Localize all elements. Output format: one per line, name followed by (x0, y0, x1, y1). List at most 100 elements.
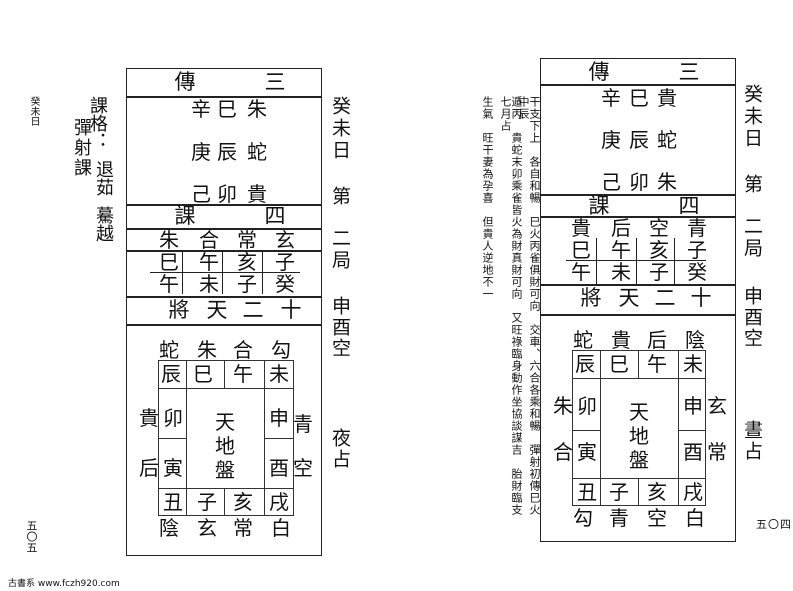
pan-god: 白 (271, 516, 291, 540)
pan-god: 常 (233, 516, 253, 540)
ke-cell: 亥 (237, 250, 257, 274)
chuan-cell: 辰 (217, 140, 237, 164)
pan-god: 貴 (139, 406, 159, 430)
keju-item-2: 退茹 (93, 160, 114, 196)
chuan-cell: 辛 (191, 97, 211, 121)
pan-cell: 亥 (647, 480, 667, 504)
note-column-3: 生氣 旺干妻為孕喜 但貴人逆地不一 (481, 96, 494, 300)
pan-god: 合 (233, 338, 253, 362)
side-title-right: 癸未日 (741, 84, 763, 150)
pan-cell: 辰 (161, 362, 181, 386)
pan-cell: 卯 (577, 394, 597, 418)
chuan-cell: 朱 (657, 170, 677, 194)
pan-cell: 午 (233, 362, 253, 386)
pan-god: 勾 (271, 338, 291, 362)
chuan-cell: 庚 (601, 128, 621, 152)
ke-cell: 后 (611, 216, 631, 240)
footer-watermark: 古書系 www.fczh920.com (8, 579, 120, 589)
note-column-2: 遁丙 貴蛇末卯乘雀皆火為財真財可向 又旺祿臨身動作坐協談謀吉 胎財臨支 七月占 (499, 96, 523, 528)
pan-god: 白 (685, 506, 705, 530)
ke-cell: 玄 (275, 228, 295, 252)
side-row: 申酉空 (741, 286, 763, 349)
ke-cell: 子 (275, 250, 295, 274)
ke-cell: 未 (611, 260, 631, 284)
pan-cell: 子 (197, 490, 217, 514)
pan-god: 蛇 (573, 328, 593, 352)
right-frame (540, 58, 736, 542)
pan-god: 玄 (707, 394, 727, 418)
jiang-cell: 十 (690, 286, 712, 310)
pan-cell: 亥 (233, 490, 253, 514)
pan-god: 蛇 (159, 338, 179, 362)
side-row: 夜占 (329, 428, 351, 470)
ke-cell: 貴 (571, 216, 591, 240)
pan-center: 盤 (215, 458, 235, 482)
side-row: 第 (741, 174, 763, 193)
ke-cell: 子 (687, 238, 707, 262)
chuan-title-a: 傳 (174, 70, 196, 94)
side-row: 二局 (741, 216, 763, 260)
pan-god: 勾 (573, 506, 593, 530)
chuan-cell: 巳 (629, 86, 649, 110)
ke-title-b: 四 (678, 194, 700, 218)
pan-cell: 丑 (577, 480, 597, 504)
pan-cell: 寅 (163, 456, 183, 480)
jiang-cell: 天 (618, 286, 640, 310)
page-number-left: 五〇五 (25, 520, 38, 553)
chuan-title-b: 三 (264, 70, 286, 94)
pan-center: 地 (629, 424, 649, 448)
pan-god: 貴 (611, 328, 631, 352)
ke-cell: 午 (571, 260, 591, 284)
chuan-title-a: 傳 (588, 60, 610, 84)
pan-god: 后 (647, 328, 667, 352)
pan-god: 后 (139, 456, 159, 480)
left-frame (126, 68, 322, 556)
chuan-cell: 貴 (657, 86, 677, 110)
chuan-cell: 辛 (601, 86, 621, 110)
pan-cell: 酉 (269, 456, 289, 480)
chuan-cell: 辰 (629, 128, 649, 152)
pan-cell: 寅 (577, 440, 597, 464)
chuan-cell: 卯 (217, 182, 237, 206)
jiang-cell: 將 (168, 298, 190, 322)
keju-item-3: 驀越 (93, 206, 114, 242)
keju-item-1: 彈射課 (71, 118, 92, 178)
chuan-cell: 貴 (247, 182, 267, 206)
pan-god: 青 (609, 506, 629, 530)
pan-god: 常 (707, 440, 727, 464)
jiang-cell: 天 (206, 298, 228, 322)
pan-center: 盤 (629, 448, 649, 472)
chuan-cell: 蛇 (247, 140, 267, 164)
pan-god: 青 (293, 412, 313, 436)
chuan-cell: 巳 (217, 97, 237, 121)
pan-god: 陰 (685, 328, 705, 352)
pan-center: 天 (215, 410, 235, 434)
chuan-cell: 蛇 (657, 128, 677, 152)
pan-cell: 未 (269, 362, 289, 386)
ke-cell: 子 (237, 272, 257, 296)
pan-god: 空 (293, 456, 313, 480)
corner-label: 癸未日 (28, 96, 39, 126)
ke-cell: 青 (687, 216, 707, 240)
pan-cell: 卯 (163, 406, 183, 430)
pan-god: 朱 (197, 338, 217, 362)
pan-cell: 戌 (683, 480, 703, 504)
pan-cell: 申 (683, 394, 703, 418)
pan-cell: 酉 (683, 440, 703, 464)
ke-cell: 午 (611, 238, 631, 262)
side-title-left: 癸未日 (329, 96, 351, 162)
chuan-cell: 己 (601, 170, 621, 194)
ke-cell: 合 (199, 228, 219, 252)
ke-cell: 巳 (159, 250, 179, 274)
pan-center: 地 (215, 434, 235, 458)
pan-god: 玄 (197, 516, 217, 540)
pan-god: 朱 (553, 394, 573, 418)
side-row: 二局 (329, 228, 351, 272)
ke-cell: 亥 (649, 238, 669, 262)
chuan-cell: 朱 (247, 97, 267, 121)
pan-center: 天 (629, 400, 649, 424)
pan-god: 陰 (159, 516, 179, 540)
ke-cell: 未 (199, 272, 219, 296)
pan-cell: 未 (683, 352, 703, 376)
ke-cell: 子 (649, 260, 669, 284)
